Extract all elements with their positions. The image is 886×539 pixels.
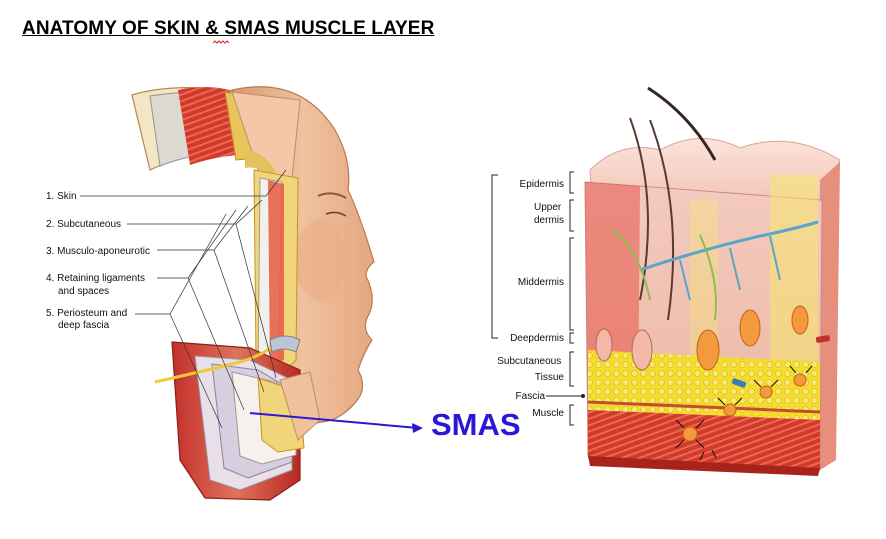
- skin-block-illustration: [584, 86, 841, 476]
- page-title: ANATOMY OF SKIN & SMAS MUSCLE LAYER: [22, 18, 435, 39]
- tension-arrows: [675, 365, 813, 461]
- skin-block-side: [820, 162, 840, 470]
- face-label-retaining-ligaments: 4. Retaining ligaments and spaces: [46, 273, 148, 297]
- smas-pointer: SMAS: [249, 407, 521, 442]
- label-upper-dermis: Upper dermis: [534, 202, 564, 226]
- label-epidermis: Epidermis: [520, 179, 564, 190]
- face-label-subcutaneous: 2. Subcutaneous: [46, 219, 121, 230]
- face-illustration: [80, 86, 375, 501]
- face-label-musculo-aponeurotic: 3. Musculo-aponeurotic: [46, 246, 150, 257]
- label-muscle: Muscle: [532, 408, 564, 419]
- smas-label: SMAS: [431, 407, 521, 442]
- spellcheck-squiggle: [213, 40, 229, 44]
- skin-layer-labels: Epidermis Upper dermis Middermis Deepder…: [497, 179, 564, 419]
- label-deepdermis: Deepdermis: [510, 333, 564, 344]
- face-leader-lines: [80, 169, 287, 429]
- fascia-dot: [581, 394, 585, 398]
- face-label-periosteum: 5. Periosteum and deep fascia: [46, 308, 130, 331]
- muscle-strip-top: [178, 87, 236, 165]
- muscle-layer: [588, 410, 820, 470]
- skin-layer-brackets: [491, 171, 582, 426]
- label-subcutaneous-tissue: Subcutaneous Tissue: [497, 356, 564, 383]
- label-middermis: Middermis: [518, 277, 564, 288]
- face-layer-labels: 1. Skin 2. Subcutaneous 3. Musculo-apone…: [46, 191, 150, 331]
- hair-strand: [647, 86, 717, 161]
- face-label-skin: 1. Skin: [46, 191, 77, 202]
- label-fascia: Fascia: [516, 391, 546, 402]
